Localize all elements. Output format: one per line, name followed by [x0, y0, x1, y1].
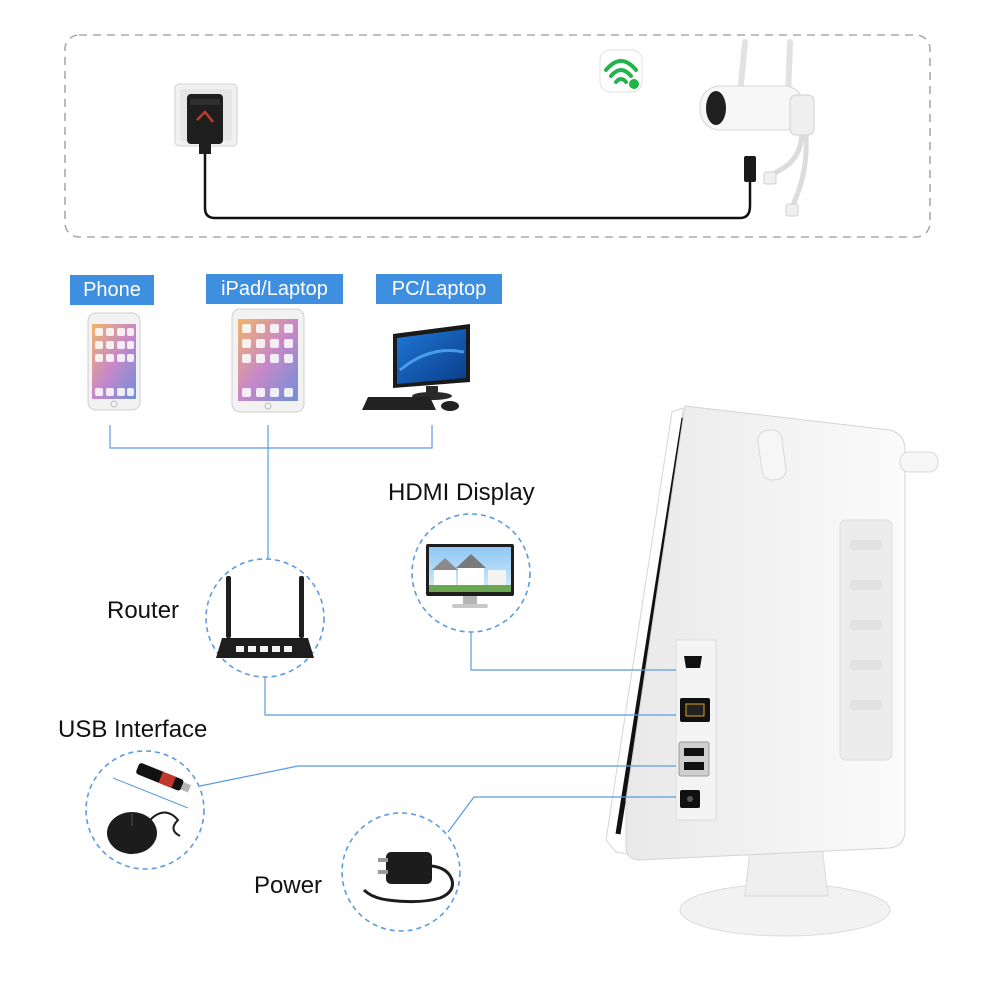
ethernet-port — [680, 698, 710, 722]
power-connector-line — [447, 796, 676, 833]
tablet-device — [231, 308, 305, 413]
router-connector-line — [264, 677, 676, 716]
power-adapter — [362, 852, 454, 904]
nvr-monitor — [605, 405, 939, 937]
hdmi-monitor — [426, 544, 514, 608]
wifi-icon — [599, 49, 643, 93]
usb-connector-line — [199, 765, 676, 787]
dc-plug — [744, 156, 756, 182]
router-label: Router — [107, 597, 180, 624]
pc-laptop-label: PC/Laptop — [376, 274, 502, 304]
phone-label: Phone — [70, 275, 154, 305]
hdmi-display-label: HDMI Display — [388, 479, 535, 506]
usb-flash-drive — [112, 763, 191, 809]
router-device — [216, 576, 314, 658]
hdmi-port — [684, 656, 702, 668]
usb-interface-label: USB Interface — [58, 716, 208, 743]
wall-power-adapter — [174, 83, 238, 154]
device-connector-lines — [109, 425, 433, 449]
usb-mouse — [107, 811, 181, 854]
dc-power-port — [680, 790, 700, 808]
power-label: Power — [254, 872, 323, 899]
router-circle — [205, 558, 325, 678]
camera-power-cable — [203, 154, 752, 220]
usb-ports — [678, 741, 710, 777]
pc-device — [362, 324, 470, 411]
ipad-laptop-label: iPad/Laptop — [206, 274, 343, 304]
hdmi-connector-line — [470, 632, 676, 671]
wifi-camera — [699, 39, 815, 217]
camera-setup-frame — [64, 34, 931, 238]
phone-device — [87, 312, 141, 411]
